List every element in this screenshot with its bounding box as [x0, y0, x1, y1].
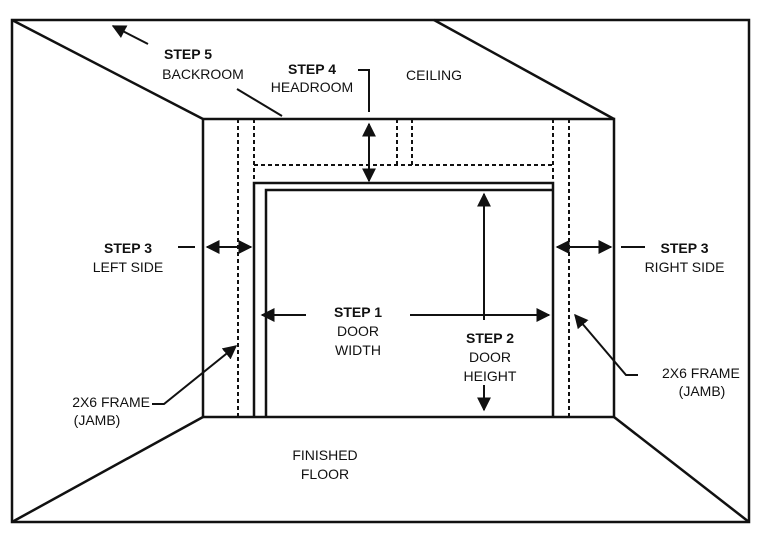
step4-title: STEP 4	[288, 61, 336, 77]
door-outer-frame	[252, 181, 555, 417]
frame-right-label-line2: (JAMB)	[678, 383, 726, 399]
step3-left-title: STEP 3	[104, 240, 152, 256]
door-width-label-line2: WIDTH	[335, 342, 381, 358]
step4-leader	[358, 69, 370, 112]
door-width-label-line1: DOOR	[337, 323, 379, 339]
door-height-label-line2: HEIGHT	[440, 368, 540, 385]
door-frame	[252, 181, 555, 417]
backroom-leader	[236, 88, 283, 117]
step3-left-label: STEP 3	[78, 240, 178, 257]
dimension-arrows	[111, 25, 645, 412]
frame-left-label-line2: (JAMB)	[73, 412, 121, 428]
back-wall	[201, 117, 616, 419]
step3-right-label: STEP 3	[632, 240, 737, 257]
edge-top-left	[11, 18, 204, 121]
frame-right-label-line1: 2X6 FRAME	[662, 365, 740, 381]
room-perspective-outline	[10, 18, 751, 524]
outer-room-border	[10, 18, 751, 524]
step2-label: STEP 2	[440, 330, 540, 347]
edge-bottom-left	[11, 415, 204, 524]
step3-right-title: STEP 3	[660, 240, 709, 256]
headroom-label: HEADROOM	[270, 79, 354, 95]
step5-label: STEP 5	[112, 46, 212, 63]
right-side-label: RIGHT SIDE	[644, 259, 725, 275]
frame-left-label-line1: 2X6 FRAME	[72, 394, 150, 410]
step4-label: STEP 4	[262, 61, 362, 78]
frame-left-leader	[152, 345, 238, 405]
finished-floor-label-line2: FLOOR	[300, 466, 350, 482]
backroom-label: BACKROOM	[162, 66, 244, 82]
left-side-label: LEFT SIDE	[92, 259, 164, 275]
step5-title: STEP 5	[164, 46, 212, 62]
frame-right-leader	[574, 313, 638, 376]
framing-dashed-lines	[237, 119, 570, 417]
step1-title: STEP 1	[334, 304, 382, 320]
finished-floor-label-line1: FINISHED	[292, 447, 358, 463]
edge-bottom-right	[613, 416, 750, 523]
step2-title: STEP 2	[466, 330, 514, 346]
edge-top-right	[433, 18, 615, 121]
ceiling-label: CEILING	[405, 67, 462, 83]
step5-backroom-arrow	[111, 25, 149, 45]
door-height-label-line1: DOOR	[440, 349, 540, 366]
step1-label: STEP 1	[308, 304, 408, 321]
door-inner-frame	[264, 188, 553, 417]
